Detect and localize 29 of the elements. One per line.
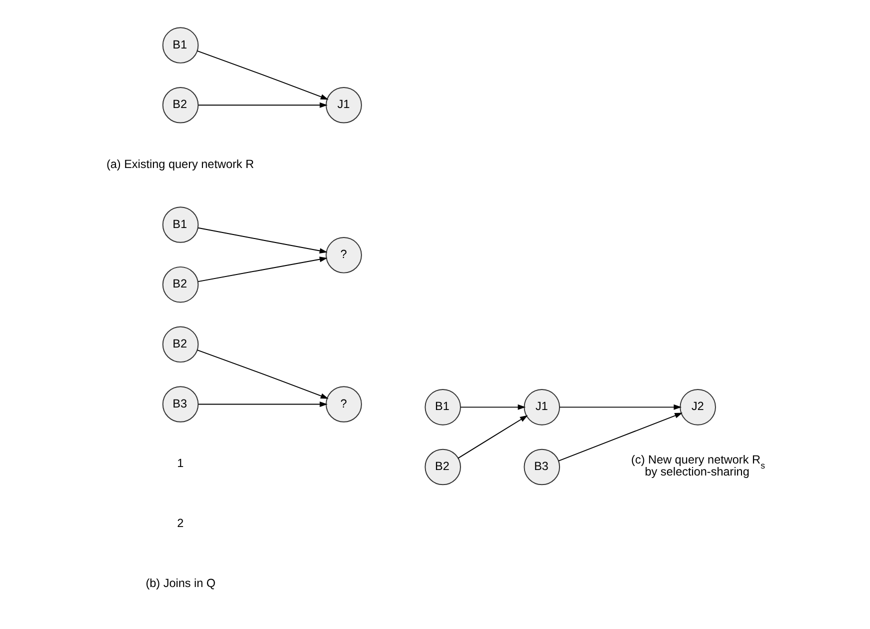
node-circle: B1 — [162, 206, 198, 243]
node-circle: B2 — [162, 266, 198, 303]
label: 2 — [176, 516, 184, 530]
node-circle: B2 — [162, 86, 198, 124]
arrow — [197, 256, 327, 282]
label: (c) New query network R$_{s}$ by selection-sharing — [630, 454, 765, 478]
label: (a) Existing query network R — [106, 158, 254, 171]
node-circle: B1 — [424, 389, 460, 426]
node-circle: B3 — [523, 448, 560, 486]
arrow — [197, 227, 327, 254]
arrow — [197, 401, 328, 407]
node-circle: J1 — [325, 86, 362, 124]
arrow — [558, 404, 682, 410]
node-circle: B2 — [162, 326, 198, 363]
arrow — [558, 412, 682, 462]
node-circle: ? — [325, 386, 362, 422]
arrow — [196, 50, 328, 100]
label: 1 — [176, 457, 184, 470]
node-circle: J1 — [523, 389, 560, 426]
node-circle: B2 — [424, 448, 460, 486]
arrow — [457, 415, 528, 459]
node-circle: ? — [325, 237, 362, 274]
node-circle: J2 — [679, 389, 716, 426]
arrow — [196, 350, 328, 399]
arrow — [197, 102, 328, 108]
node-circle: B3 — [162, 386, 198, 422]
node-circle: B1 — [162, 27, 198, 64]
arrow — [460, 404, 526, 410]
label: (b) Joins in Q — [145, 576, 216, 590]
